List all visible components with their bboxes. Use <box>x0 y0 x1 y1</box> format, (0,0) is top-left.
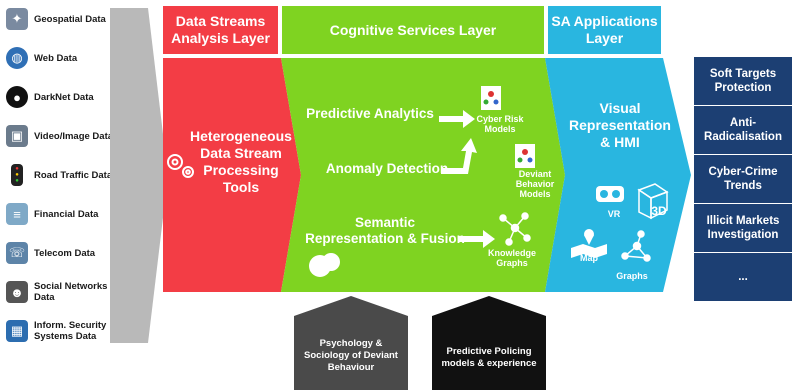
psychology-input-shape <box>294 296 408 390</box>
app-soft-targets: Soft Targets Protection <box>694 57 792 105</box>
knowledge-graph-icon <box>499 212 531 246</box>
vr-headset-icon <box>596 186 624 202</box>
source-telecom: ☏ Telecom Data <box>6 236 118 270</box>
app-illicit-markets: Illicit Markets Investigation <box>694 204 792 252</box>
arrow-semantic <box>459 230 495 248</box>
predictive-analytics-label: Predictive Analytics <box>306 106 434 121</box>
policing-label: Predictive Policing models & experience <box>441 346 537 369</box>
globe-icon: ◍ <box>6 47 28 69</box>
source-financial: ≡ Financial Data <box>6 197 118 231</box>
knowledge-graphs-label: Knowledge Graphs <box>487 248 536 268</box>
source-label: Road Traffic Data <box>34 169 113 181</box>
anomaly-detection-label: Anomaly Detection <box>325 161 449 176</box>
map-label: Map <box>580 253 598 263</box>
cyber-risk-document-icon <box>481 86 501 110</box>
processing-tools-label: Heterogeneous Data Stream Processing Too… <box>190 128 292 195</box>
map-icon <box>571 229 607 258</box>
traffic-light-icon: ●●● <box>11 164 23 186</box>
psychology-label: Psychology & Sociology of Deviant Behavi… <box>304 338 398 373</box>
app-more: ... <box>694 253 792 301</box>
visual-representation-label: Visual Representation & HMI <box>569 100 671 150</box>
cyber-risk-models-label: Cyber Risk Models <box>476 114 524 134</box>
three-d-label: 3D <box>651 204 667 218</box>
sa-region <box>545 58 691 292</box>
arrow-anomaly <box>441 138 477 174</box>
source-label: Video/Image Data <box>34 130 114 142</box>
source-darknet: ● DarkNet Data <box>6 80 118 114</box>
cognitive-region <box>281 58 565 292</box>
app-cyber-crime-trends: Cyber-Crime Trends <box>694 155 792 203</box>
source-label: Inform. Security Systems Data <box>34 320 107 342</box>
source-label: Social Networks Data <box>34 281 108 303</box>
source-social: ☻ Social Networks Data <box>6 275 118 309</box>
satellite-icon: ✦ <box>6 8 28 30</box>
brain-icon <box>309 253 340 277</box>
data-streams-region <box>163 58 301 292</box>
source-label: Financial Data <box>34 208 99 220</box>
deviant-behavior-models-label: Deviant Behavior Models <box>515 169 555 199</box>
cube-3d-icon <box>637 183 669 220</box>
source-security: ▦ Inform. Security Systems Data <box>6 314 118 348</box>
header-sa-applications: SA Applications Layer <box>548 6 661 54</box>
input-arrow <box>110 8 168 343</box>
source-traffic: ●●● Road Traffic Data <box>6 158 118 192</box>
data-sources-list: ✦ Geospatial Data ◍ Web Data ● DarkNet D… <box>0 0 120 350</box>
arrow-predictive <box>439 110 475 128</box>
source-label: Geospatial Data <box>34 13 106 25</box>
source-geospatial: ✦ Geospatial Data <box>6 2 118 36</box>
layer-band <box>163 58 691 292</box>
darknet-icon: ● <box>6 86 28 108</box>
vr-label: VR <box>607 209 621 219</box>
source-web: ◍ Web Data <box>6 41 118 75</box>
header-data-streams: Data Streams Analysis Layer <box>163 6 278 54</box>
policing-input-shape <box>432 296 546 390</box>
security-icon: ▦ <box>6 320 28 342</box>
coins-icon: ≡ <box>6 203 28 225</box>
header-cognitive-services: Cognitive Services Layer <box>282 6 544 54</box>
source-video: ▣ Video/Image Data <box>6 119 118 153</box>
source-label: Telecom Data <box>34 247 96 259</box>
graphs-icon <box>621 230 651 262</box>
telecom-icon: ☏ <box>6 242 28 264</box>
gears-icon <box>167 154 194 178</box>
people-icon: ☻ <box>6 281 28 303</box>
camera-icon: ▣ <box>6 125 28 147</box>
app-anti-radicalisation: Anti-Radicalisation <box>694 106 792 154</box>
deviant-document-icon <box>515 144 535 168</box>
source-label: DarkNet Data <box>34 91 94 103</box>
graphs-label: Graphs <box>616 271 648 281</box>
semantic-fusion-label: Semantic Representation & Fusion <box>305 215 465 246</box>
source-label: Web Data <box>34 52 78 64</box>
